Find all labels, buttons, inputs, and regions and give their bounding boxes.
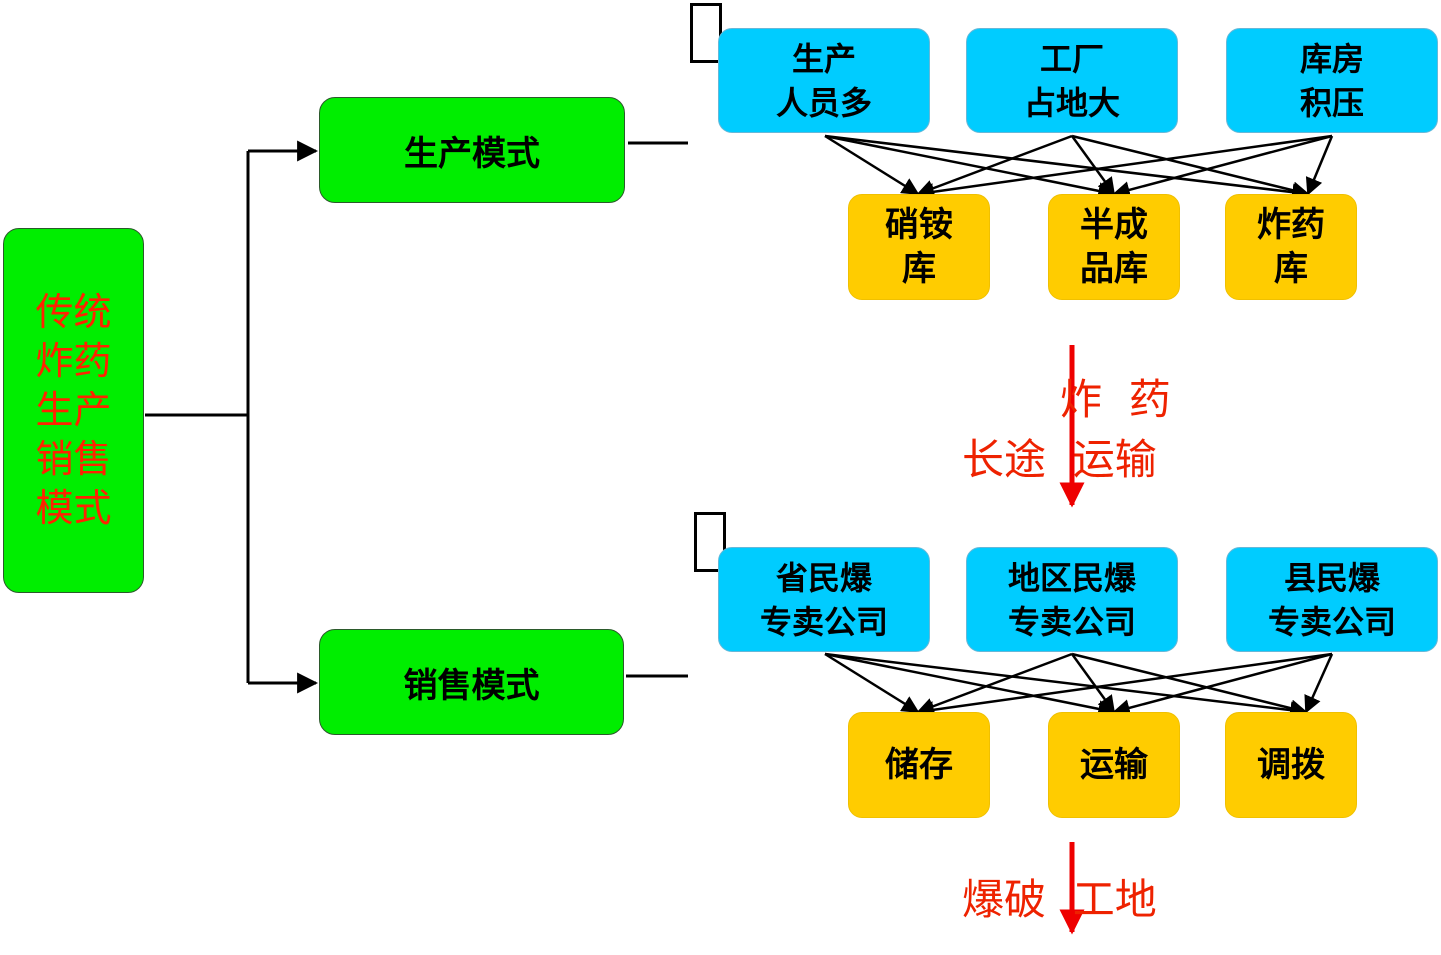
ammonium-nitrate-store-box: 硝铵 库 xyxy=(848,194,990,300)
county-company-box: 县民爆 专卖公司 xyxy=(1226,547,1438,652)
destination-note: 爆破 工地 xyxy=(962,875,1157,924)
production-staff-box: 生产 人员多 xyxy=(718,28,930,133)
storage-box: 储存 xyxy=(848,712,990,818)
allocation-box: 调拨 xyxy=(1225,712,1357,818)
production-mode-box: 生产模式 xyxy=(319,97,625,203)
main-model-box: 传统 炸药 生产 销售 模式 xyxy=(3,228,144,593)
tree-connector xyxy=(145,140,319,694)
explosive-store-box: 炸药 库 xyxy=(1225,194,1357,300)
production-cross-links xyxy=(824,134,1334,201)
transport-box: 运输 xyxy=(1048,712,1180,818)
transport-note-line1: 炸 药 xyxy=(1060,375,1171,424)
sales-cross-links xyxy=(824,652,1334,719)
semi-finished-store-box: 半成 品库 xyxy=(1048,194,1180,300)
regional-company-box: 地区民爆 专卖公司 xyxy=(966,547,1178,652)
production-warehouse-box: 库房 积压 xyxy=(1226,28,1438,133)
provincial-company-box: 省民爆 专卖公司 xyxy=(718,547,930,652)
transport-note-line2: 长途 运输 xyxy=(962,435,1157,484)
production-factory-box: 工厂 占地大 xyxy=(966,28,1178,133)
sales-mode-box: 销售模式 xyxy=(319,629,624,735)
